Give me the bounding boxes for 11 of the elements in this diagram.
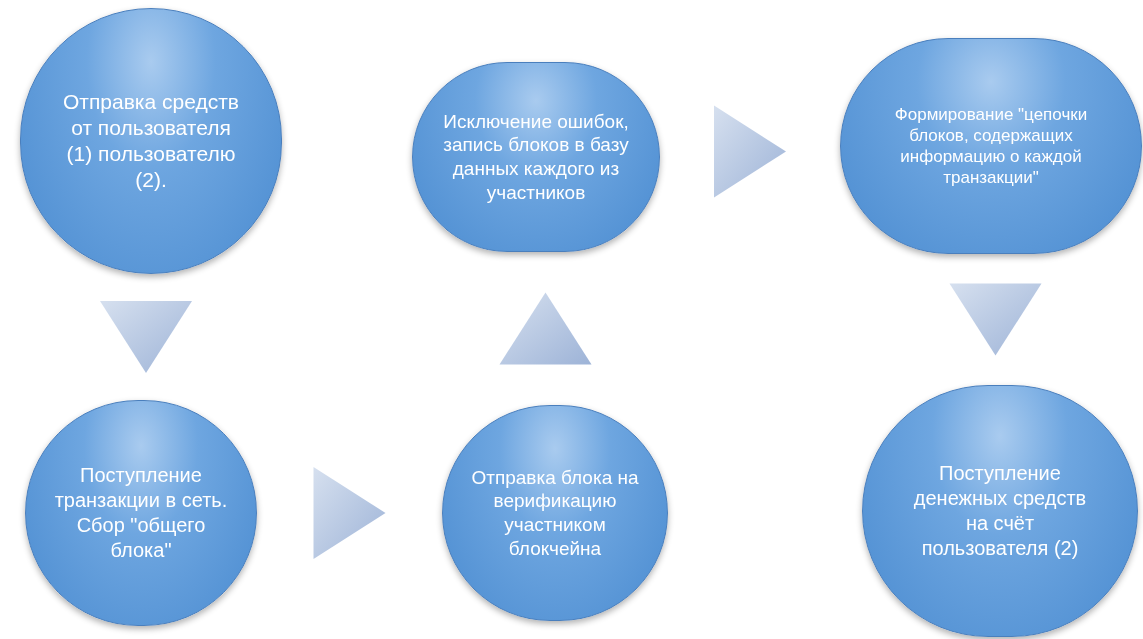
node-text: Отправка средств от пользователя (1) пользователю (2). bbox=[62, 88, 240, 194]
triangle-arrow bbox=[313, 467, 386, 559]
triangle-arrow bbox=[949, 283, 1042, 356]
node-text: Отправка блока на верификацию участником блокчейна bbox=[470, 465, 640, 561]
triangle-arrow bbox=[714, 105, 786, 198]
node-text: Исключение ошибок, запись блоков в базу данных каждого из участников bbox=[442, 109, 630, 205]
node-text: Формирование "цепочки блоков, содержащих информацию о каждой транзакции" bbox=[893, 103, 1089, 189]
node-text: Поступление денежных средств на счёт пользователя (2) bbox=[912, 461, 1088, 561]
node-text: Поступление транзакции в сеть. Сбор "общего блока" bbox=[53, 463, 229, 563]
triangle-arrow bbox=[100, 301, 192, 373]
triangle-arrow bbox=[499, 292, 592, 365]
